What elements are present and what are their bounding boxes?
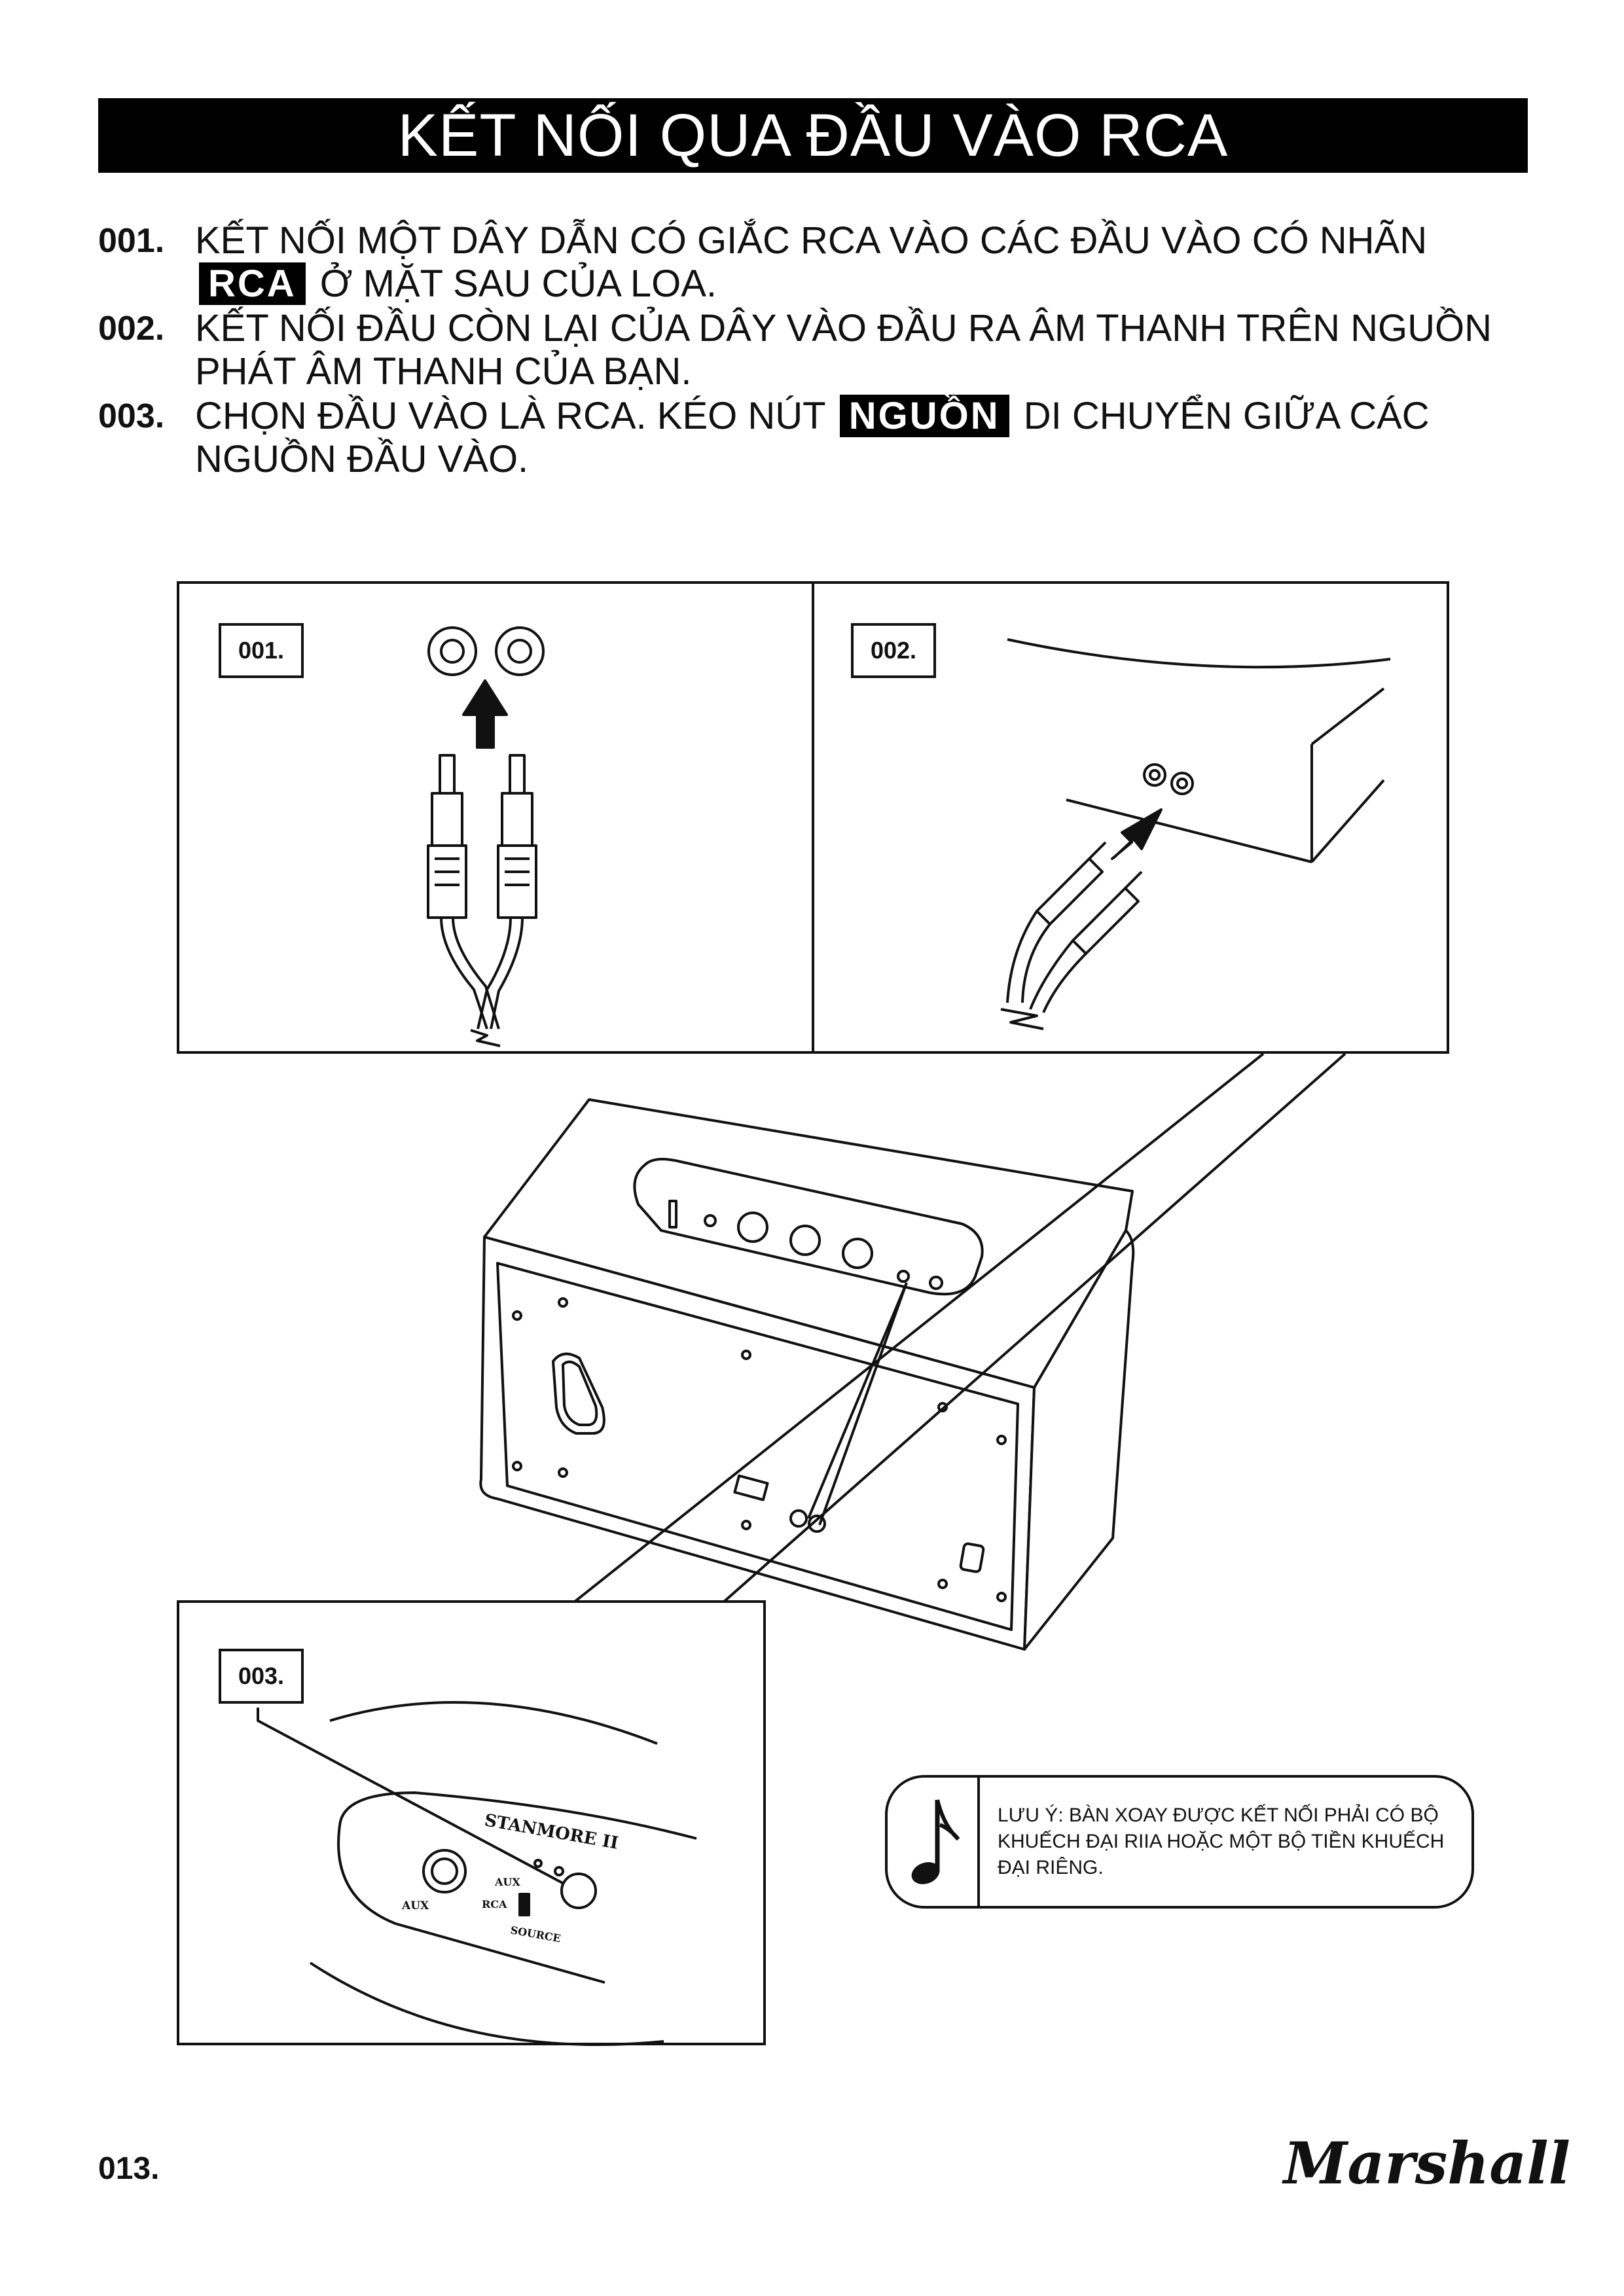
source-label-tag: NGUỒN: [839, 395, 1009, 437]
music-note-icon: [911, 1799, 960, 1884]
step-item: 003. CHỌN ĐẦU VÀO LÀ RCA. KÉO NÚT NGUỒN …: [98, 395, 1538, 481]
figure-label: 002.: [851, 623, 936, 678]
note-box: LƯU Ý: BÀN XOAY ĐƯỢC KẾT NỐI PHẢI CÓ BỘ …: [885, 1775, 1474, 1909]
rca-label-tag: RCA: [199, 262, 306, 305]
step-text-pre: KẾT NỐI MỘT DÂY DẪN CÓ GIẮC RCA VÀO CÁC …: [195, 219, 1428, 262]
step-text-pre: KẾT NỐI ĐẦU CÒN LẠI CỦA DÂY VÀO ĐẦU RA Â…: [195, 307, 1492, 393]
source-switch-illustration: STANMORE II AUX AUX RCA SOURCE: [257, 1701, 697, 2046]
step-item: 002. KẾT NỐI ĐẦU CÒN LẠI CỦA DÂY VÀO ĐẦU…: [98, 307, 1538, 393]
figure-panel-002: 002.: [812, 581, 1449, 1054]
switch-aux-label: AUX: [494, 1876, 520, 1888]
step-text-post: Ở MẶT SAU CỦA LOA.: [319, 262, 717, 305]
step-number: 001.: [98, 222, 165, 260]
page-title: KẾT NỐI QUA ĐẦU VÀO RCA: [98, 98, 1528, 173]
step-number: 003.: [98, 397, 165, 435]
figure-label: 001.: [219, 623, 304, 678]
step-number: 002.: [98, 310, 165, 348]
aux-jack-label: AUX: [401, 1899, 429, 1912]
source-label: SOURCE: [509, 1924, 562, 1945]
figure-label: 003.: [219, 1649, 304, 1704]
step-text: KẾT NỐI ĐẦU CÒN LẠI CỦA DÂY VÀO ĐẦU RA Â…: [195, 307, 1538, 393]
note-divider: [977, 1778, 980, 1906]
step-text-pre: CHỌN ĐẦU VÀO LÀ RCA. KÉO NÚT: [195, 395, 825, 437]
instruction-steps: 001. KẾT NỐI MỘT DÂY DẪN CÓ GIẮC RCA VÀO…: [98, 219, 1538, 482]
switch-rca-label: RCA: [482, 1898, 507, 1910]
page-number: 013.: [98, 2151, 160, 2186]
step-text: CHỌN ĐẦU VÀO LÀ RCA. KÉO NÚT NGUỒN DI CH…: [195, 395, 1538, 481]
note-text: LƯU Ý: BÀN XOAY ĐƯỢC KẾT NỐI PHẢI CÓ BỘ …: [998, 1804, 1445, 1878]
rca-cable-illustration: [427, 626, 545, 1047]
brand-logo: Marshall: [1283, 2129, 1571, 2197]
step-text: KẾT NỐI MỘT DÂY DẪN CÓ GIẮC RCA VÀO CÁC …: [195, 219, 1538, 306]
figure-panel-003: 003. STANMORE II AUX AUX RCA SOURCE: [177, 1600, 766, 2046]
audio-source-illustration: [1000, 638, 1391, 1030]
step-text-post: DI CHUYỂN GIỮA CÁC NGUỒN ĐẦU VÀO.: [195, 395, 1430, 480]
figure-panel-001: 001.: [177, 581, 814, 1054]
step-item: 001. KẾT NỐI MỘT DÂY DẪN CÓ GIẮC RCA VÀO…: [98, 219, 1538, 306]
